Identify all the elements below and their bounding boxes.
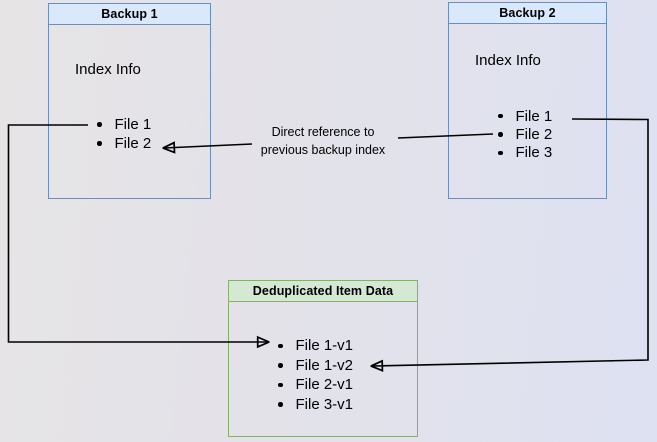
bullet-icon bbox=[498, 132, 503, 137]
list-item-label: File 1 bbox=[114, 116, 152, 133]
backup1-file-list: File 1 File 2 bbox=[97, 115, 151, 153]
backup2-title: Backup 2 bbox=[449, 3, 606, 24]
direct-reference-label: Direct reference to previous backup inde… bbox=[260, 125, 386, 157]
bullet-icon bbox=[278, 343, 283, 348]
bullet-icon bbox=[498, 150, 503, 156]
bullet-icon bbox=[498, 113, 503, 119]
list-item-label: File 1-v2 bbox=[295, 356, 354, 374]
backup1-subtitle: Index Info bbox=[75, 61, 141, 78]
list-item-label: File 1-v1 bbox=[295, 337, 354, 355]
bullet-icon bbox=[278, 382, 283, 387]
bullet-icon bbox=[278, 363, 283, 368]
list-item: File 2-v1 bbox=[278, 375, 353, 395]
list-item: File 3 bbox=[498, 144, 552, 162]
list-item: File 1-v1 bbox=[278, 336, 353, 356]
list-item-label: File 3-v1 bbox=[295, 395, 354, 413]
bullet-icon bbox=[278, 402, 283, 407]
backup2-subtitle: Index Info bbox=[475, 52, 541, 69]
list-item-label: File 1 bbox=[515, 107, 553, 125]
list-item-label: File 2 bbox=[114, 135, 152, 152]
list-item: File 1-v2 bbox=[278, 356, 353, 376]
list-item: File 1 bbox=[97, 115, 151, 134]
bullet-icon bbox=[97, 141, 102, 146]
list-item: File 3-v1 bbox=[278, 395, 353, 415]
dedup-title: Deduplicated Item Data bbox=[229, 281, 417, 302]
list-item: File 2 bbox=[498, 125, 552, 143]
list-item-label: File 3 bbox=[515, 144, 553, 162]
list-item: File 1 bbox=[498, 107, 552, 125]
list-item-label: File 2 bbox=[515, 126, 553, 144]
list-item: File 2 bbox=[97, 134, 151, 153]
backup1-node: Backup 1 Index Info File 1 File 2 bbox=[48, 3, 211, 199]
list-item-label: File 2-v1 bbox=[295, 376, 354, 394]
backup1-title: Backup 1 bbox=[49, 4, 210, 25]
bullet-icon bbox=[97, 122, 102, 127]
